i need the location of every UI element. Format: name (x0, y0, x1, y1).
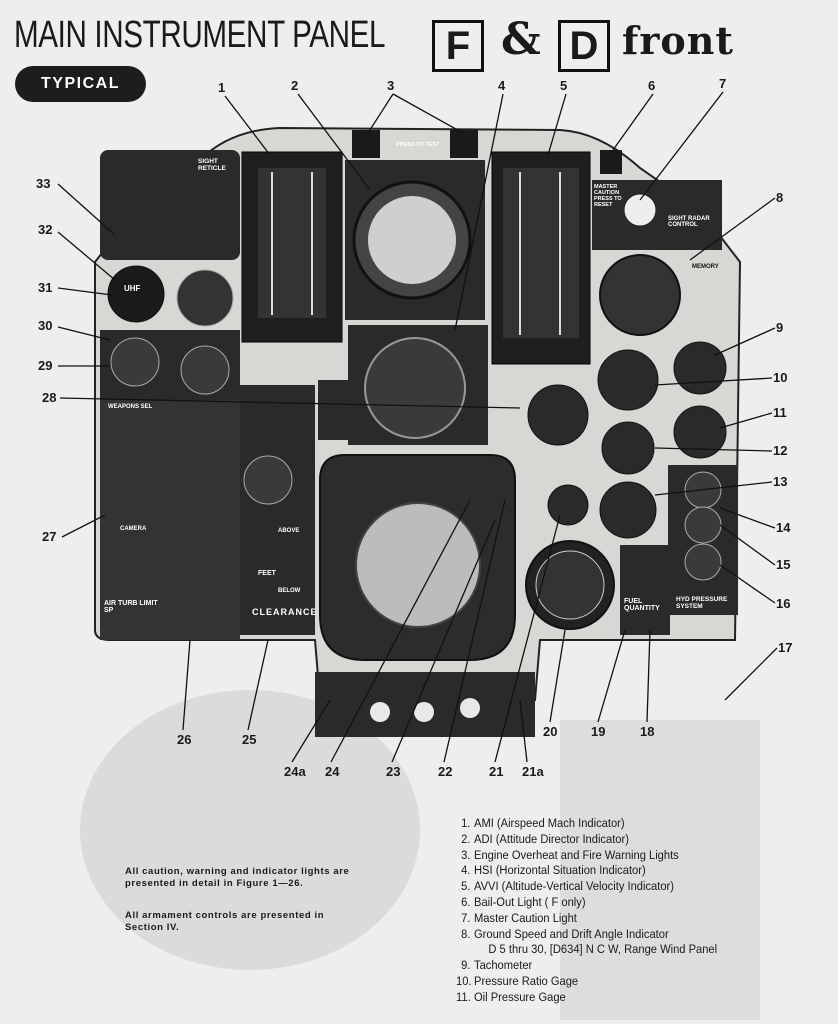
callout-28: 28 (42, 390, 57, 405)
legend-item: 7.Master Caution Light (461, 910, 577, 925)
legend-item: 10.Pressure Ratio Gage (456, 973, 579, 988)
legend-item: 9.Tachometer (461, 958, 533, 973)
callout-2: 2 (291, 78, 299, 93)
callout-6: 6 (648, 78, 656, 93)
callout-7: 7 (719, 76, 727, 91)
variant-d-box: D (558, 20, 610, 72)
legend-item: 3.Engine Overheat and Fire Warning Light… (461, 847, 679, 862)
callout-23: 23 (386, 764, 401, 779)
weapons-panel (100, 400, 240, 640)
callout-16: 16 (776, 596, 791, 611)
clearance-label: CLEARANCE (252, 607, 318, 617)
gage-32 (176, 269, 234, 327)
fire-warning-light-right (450, 130, 478, 158)
callout-1: 1 (218, 80, 226, 95)
clearance-panel (240, 385, 315, 635)
callout-4: 4 (498, 78, 506, 93)
callout-24a: 24a (284, 764, 306, 779)
legend-item: 1.AMI (Airspeed Mach Indicator) (461, 816, 625, 830)
oil-pressure-gage (673, 405, 727, 459)
callout-12: 12 (773, 443, 788, 458)
callout-21a: 21a (522, 764, 544, 779)
page-title: MAIN INSTRUMENT PANEL (14, 14, 386, 56)
weapons-sel-label: WEAPONS SEL (108, 404, 153, 410)
gage-29 (110, 337, 160, 387)
callout-9: 9 (776, 320, 784, 335)
camera-label: CAMERA (120, 526, 147, 532)
legend-item: 6.Bail-Out Light ( F only) (461, 894, 586, 909)
typical-badge: TYPICAL (15, 66, 146, 102)
callout-11: 11 (773, 405, 787, 420)
below-label: BELOW (278, 588, 301, 594)
air-turb-label: AIR TURB LIMIT SP (104, 600, 158, 614)
gage-12 (601, 421, 655, 475)
gage-21 (547, 484, 589, 526)
legend-item: 5.AVVI (Altitude-Vertical Velocity Indic… (461, 879, 674, 894)
fuel-quantity-label: FUEL QUANTITY (624, 598, 660, 612)
callout-31: 31 (38, 280, 53, 295)
gage-13 (599, 481, 657, 539)
callout-17: 17 (778, 640, 793, 655)
callout-22: 22 (438, 764, 453, 779)
callout-26: 26 (177, 732, 192, 747)
pressure-ratio-gage (597, 349, 659, 411)
callout-25: 25 (242, 732, 257, 747)
callout-21: 21 (489, 764, 504, 779)
callout-8: 8 (776, 190, 784, 205)
note-armament: All armament controls are presented in S… (125, 910, 325, 933)
left-upper-housing (100, 150, 240, 260)
memory-label: MEMORY (692, 264, 719, 270)
callout-3: 3 (387, 78, 395, 93)
uhf-indicator (107, 265, 165, 323)
callout-5: 5 (560, 78, 568, 93)
callout-33: 33 (36, 176, 51, 191)
above-label: ABOVE (278, 528, 300, 534)
tachometer (673, 341, 727, 395)
feet-label: FEET (258, 570, 276, 577)
legend-item: 8.Ground Speed and Drift Angle Indicator (461, 926, 669, 941)
legend-list: 1.AMI (Airspeed Mach Indicator) 2.ADI (A… (456, 816, 717, 1006)
ground-speed-indicator (599, 254, 681, 336)
fuel-quantity-housing (620, 545, 670, 635)
callout-32: 32 (38, 222, 53, 237)
callout-10: 10 (773, 370, 788, 385)
callout-13: 13 (773, 474, 788, 489)
gage-center-right (527, 384, 589, 446)
variant-f-box: F (432, 20, 484, 72)
legend-item: 4.HSI (Horizontal Situation Indicator) (461, 863, 646, 878)
callout-20: 20 (543, 724, 558, 739)
front-label: front (622, 18, 734, 63)
master-caution-label: MASTER CAUTION PRESS TO RESET (594, 184, 622, 208)
note-caution-lights: All caution, warning and indicator light… (125, 866, 350, 889)
callout-27: 27 (42, 529, 57, 544)
sight-radar-label: SIGHT RADAR CONTROL (668, 216, 710, 228)
fire-warning-light-left (352, 130, 380, 158)
hyd-pressure-label: HYD PRESSURE SYSTEM (676, 596, 728, 610)
uhf-label: UHF (124, 284, 141, 293)
callout-14: 14 (776, 520, 791, 535)
sight-reticle-label: SIGHT RETICLE (198, 158, 226, 172)
ampersand: & (501, 14, 541, 65)
callout-19: 19 (591, 724, 606, 739)
callout-29: 29 (38, 358, 53, 373)
legend-item-sub: D 5 thru 30, [D634] N C W, Range Wind Pa… (488, 942, 718, 957)
hsi-instrument (364, 337, 466, 439)
legend-item: 2.ADI (Attitude Director Indicator) (461, 831, 629, 846)
callout-18: 18 (640, 724, 655, 739)
callout-24: 24 (325, 764, 340, 779)
callout-30: 30 (38, 318, 53, 333)
bail-out-light (600, 150, 622, 174)
callout-15: 15 (776, 557, 791, 572)
radar-scope (355, 502, 481, 628)
press-to-test-label: PRESS TO TEST (396, 142, 440, 148)
legend-item: 11.Oil Pressure Gage (456, 989, 566, 1004)
